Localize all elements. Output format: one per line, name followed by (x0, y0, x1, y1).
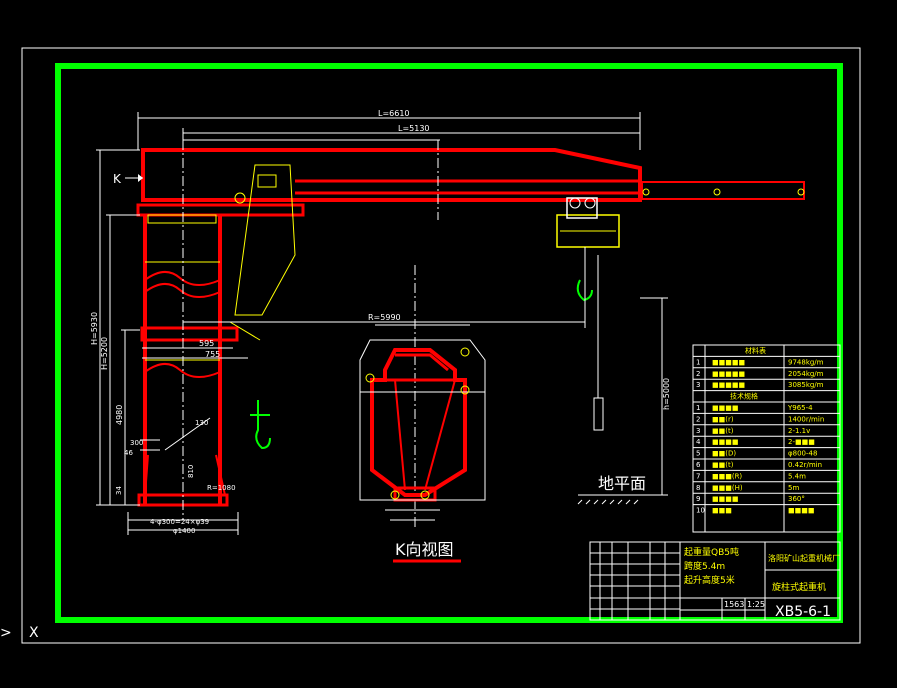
table-cell-no: 9 (696, 495, 700, 503)
table-cell-no: 2 (696, 415, 700, 423)
dim-300: 300 (130, 439, 143, 447)
k-view-title: K向视图 (395, 540, 454, 559)
k-view-detail (365, 347, 470, 500)
table-cell-value: 1400r/min (788, 415, 824, 423)
ucs-x-icon: X (29, 625, 39, 641)
table-cell-value: 5.4m (788, 472, 806, 480)
ucs-y-icon: > (0, 625, 12, 641)
table-cell-no: 5 (696, 450, 700, 458)
dim-radius: R=5990 (368, 313, 401, 322)
table-cell-no: 3 (696, 381, 700, 389)
table-cell-value: 5m (788, 484, 799, 492)
table-cell-no: 4 (696, 438, 701, 446)
title-drawing-no: XB5-6-1 (775, 604, 831, 620)
table-cell-value: φ800-48 (788, 450, 817, 458)
table-cell-no: 6 (696, 461, 701, 469)
table-cell-name: ■■(t) (712, 461, 734, 469)
table-cell-no: 10 (696, 507, 705, 515)
dim-hook-height: h=5000 (662, 378, 671, 410)
table-cell-value: 0.42r/min (788, 461, 822, 469)
k-view-outline (359, 324, 486, 521)
table-cell-value: 2054kg/m (788, 370, 824, 378)
table-cell-value: 2-■■■ (788, 438, 815, 446)
column-hooks (250, 400, 271, 450)
dim-inner-length: L=5130 (398, 124, 430, 133)
table-cell-no: 1 (696, 358, 700, 366)
table-cell-value: 2-1.1v (788, 427, 810, 435)
table-cell-name: ■■■■■ (712, 381, 745, 389)
dim-1080: R=1080 (207, 484, 236, 492)
params-table (692, 344, 841, 533)
k-arrow-label: K (113, 172, 122, 186)
dim-810: 810 (187, 465, 195, 478)
dim-34: 34 (115, 486, 123, 495)
dim-46: 46 (124, 449, 133, 457)
table-cell-name: ■■■(R) (712, 472, 742, 480)
table-cell-no: 7 (696, 472, 700, 480)
dim-overall-length: L=6610 (378, 109, 410, 118)
table-cell-no: 3 (696, 427, 700, 435)
dim-total-height: H=5930 (90, 312, 99, 345)
inner-frame (55, 63, 843, 623)
dim-595: 595 (199, 339, 214, 348)
table-cell-no: 1 (696, 404, 700, 412)
title-spec-2: 跨度5.4m (684, 560, 725, 572)
table-cell-name: ■■■(H) (712, 484, 743, 492)
dim-130: 130 (195, 419, 208, 427)
table-cell-value: Y965-4 (787, 404, 813, 412)
dim-base-2: φ1400 (173, 527, 195, 535)
crane-hatch (145, 164, 805, 361)
centerlines (182, 140, 439, 530)
table-cell-name: ■■■■ (712, 495, 738, 503)
k-view-arrow (125, 174, 143, 182)
table-cell-no: 2 (696, 370, 700, 378)
title-block (589, 541, 841, 621)
ground-symbol (577, 494, 668, 505)
title-weight: 1563 (724, 600, 744, 609)
table-cell-name: ■■(t) (712, 427, 734, 435)
table-cell-name: ■■■ (712, 507, 732, 515)
params-table-rows: 材料表 1 ■■■■■ 9748kg/m 2 ■■■■■ 2054kg/m 3 ■■■■■ 308… (693, 346, 840, 515)
table-cell-value: 3085kg/m (788, 381, 824, 389)
title-spec-1: 起重量QB5吨 (684, 546, 739, 558)
table-cell-value: 9748kg/m (788, 358, 824, 366)
table-cell-name: ■■■■ (712, 438, 738, 446)
crane-structure (136, 148, 805, 507)
table-cell-name: ■■■■■ (712, 358, 745, 366)
title-scale: 1:25 (747, 600, 765, 609)
table-cell-value: 360° (788, 495, 805, 503)
ground-label: 地平面 (598, 474, 646, 493)
dim-height-2: H=5200 (100, 337, 109, 370)
dim-base-1: 4-φ300=24×φ39 (150, 518, 209, 526)
table-cell-name: ■■(r) (712, 415, 734, 423)
table-cell-no: 8 (696, 484, 700, 492)
title-company: 洛阳矿山起重机械厂 (768, 553, 840, 563)
table-cell-name: ■■■■ (712, 404, 738, 412)
table-cell-value: ■■■■ (788, 507, 814, 515)
dim-755: 755 (205, 350, 220, 359)
params-header: 材料表 (745, 346, 766, 355)
params-section: 技术规格 (730, 392, 758, 401)
outer-frame (21, 47, 861, 644)
title-product: 旋柱式起重机 (772, 581, 826, 593)
hoist-trolley (556, 197, 620, 431)
dim-height-3: 4980 (115, 405, 124, 425)
title-spec-3: 起升高度5米 (684, 574, 735, 586)
k-view-drawing (370, 348, 467, 502)
dimension-lines (96, 112, 668, 535)
table-cell-name: ■■■■■ (712, 370, 745, 378)
table-cell-name: ■■(D) (712, 450, 736, 458)
